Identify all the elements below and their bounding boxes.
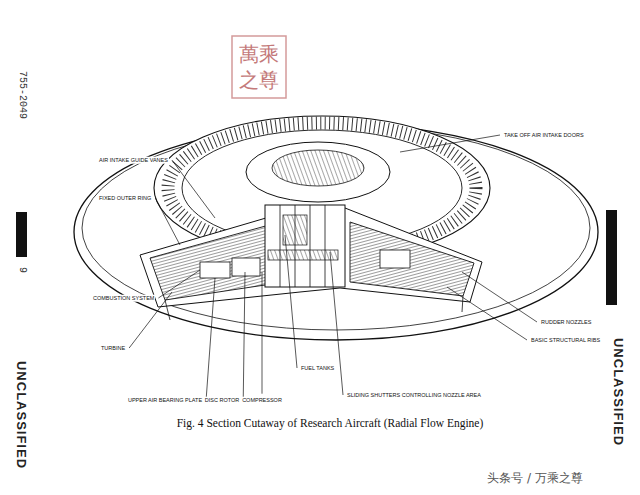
saucer-body xyxy=(74,116,598,340)
callout-label: UPPER AIR BEARING PLATE xyxy=(127,397,203,404)
classification-stamp: UNCLASSIFIED xyxy=(14,361,29,469)
callout-label: FIXED OUTER RING xyxy=(98,195,152,202)
leader-line xyxy=(462,272,537,322)
callout-label: BASIC STRUCTURAL RIBS xyxy=(530,337,601,344)
callout-label: TURBINE xyxy=(100,345,126,352)
callout-label: FUEL TANKS xyxy=(300,365,335,372)
document-number: 755-2049 xyxy=(17,71,28,119)
source-watermark: 头条号 / 万乘之尊 xyxy=(487,470,583,487)
callout-label: AIR INTAKE GUIDE VANES xyxy=(98,157,169,164)
seal-border xyxy=(232,36,286,98)
page-number: 9 xyxy=(17,267,28,273)
leader-line xyxy=(400,135,500,152)
leader-line xyxy=(262,272,263,394)
callout-label: COMPRESSOR xyxy=(241,397,283,404)
callout-label: RUDDER NOZZLES xyxy=(540,319,592,326)
callout-label: SLIDING SHUTTERS CONTROLLING NOZZLE AREA xyxy=(346,392,482,399)
callout-label: COMBUSTION SYSTEM xyxy=(92,295,155,302)
leader-line xyxy=(158,270,200,298)
callout-label: DISC ROTOR xyxy=(204,397,240,404)
figure-caption: Fig. 4 Section Cutaway of Research Aircr… xyxy=(177,417,484,429)
callout-label: TAKE OFF AIR INTAKE DOORS xyxy=(503,132,585,139)
cutaway-section xyxy=(140,205,482,320)
seal-watermark: 萬乘之尊 xyxy=(238,41,280,93)
leader-line xyxy=(155,198,180,245)
leader-line xyxy=(330,252,343,395)
leader-line xyxy=(172,160,215,218)
leader-line xyxy=(243,272,245,400)
classification-stamp: UNCLASSIFIED xyxy=(611,338,626,446)
leader-line xyxy=(206,278,215,400)
leader-line xyxy=(285,235,297,368)
leader-line xyxy=(447,287,527,340)
